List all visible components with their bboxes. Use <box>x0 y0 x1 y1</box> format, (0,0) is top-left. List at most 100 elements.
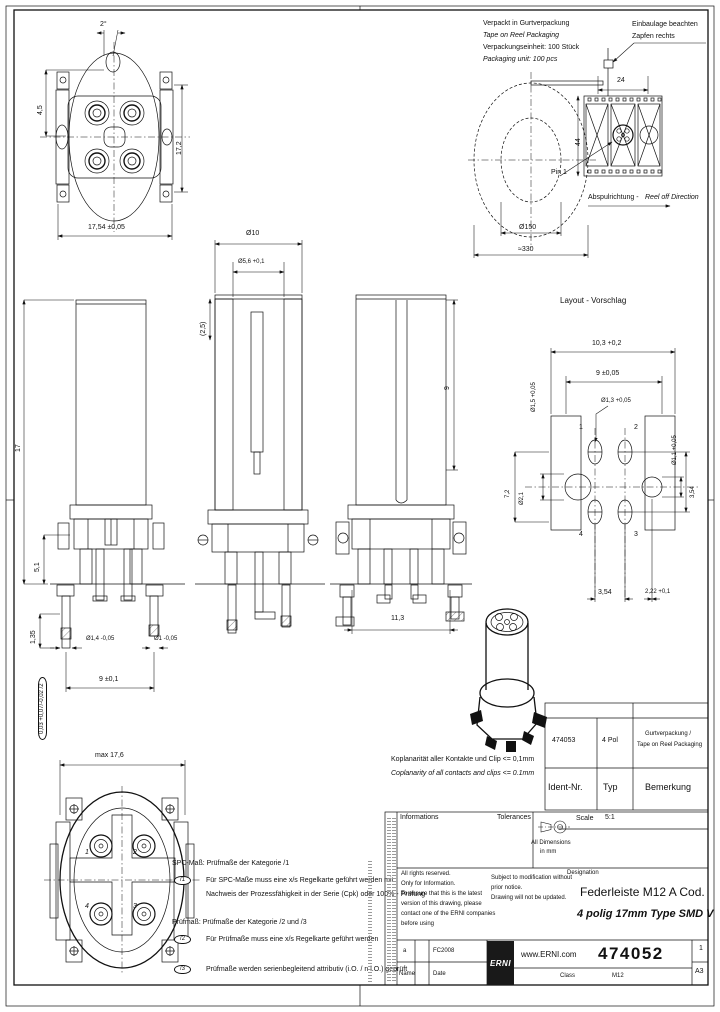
side-view-a <box>22 299 185 692</box>
bemerkung-header: Bemerkung <box>645 782 692 792</box>
part-designation-line2: 4 polig 17mm Type SMD V <box>577 908 714 920</box>
sheet-frame <box>5 5 715 1007</box>
rights-line6: before using <box>401 921 435 927</box>
dim-pad-right: Ø1,1 +0,05 <box>672 435 678 465</box>
dim-dia-outer: Ø10 <box>246 230 260 237</box>
reel-view <box>468 72 604 258</box>
scale-value: 5:1 <box>605 814 615 821</box>
dim-pin-dia1: Ø1,4 -0,05 <box>86 636 115 642</box>
coplanarity-note-de: Koplanarität aller Kontakte und Clip <= … <box>391 756 535 763</box>
section-view-b <box>195 240 325 634</box>
dim-layout-width: 10,3 +0,2 <box>592 340 622 347</box>
dim-front-bottom: 17,54 ±0,05 <box>88 224 125 231</box>
dim-dia-inner: Ø5,6 +0,1 <box>238 259 265 265</box>
revision-date: FC2008 <box>433 948 455 954</box>
erni-logo: ERNI <box>487 941 514 985</box>
packaging-unit-en: Packaging unit: 100 pcs <box>483 56 558 63</box>
reel-off-direction-de: Abspulrichtung - <box>588 194 639 201</box>
dim-front-right: 17,2 <box>176 141 183 155</box>
typ-cell: 4 Pol <box>602 737 618 744</box>
sheet-number: 1 <box>699 945 703 952</box>
class-label: Class <box>560 973 576 979</box>
gdt-coplanarity-mark: 0,03 +0,07/-0,02 /2 <box>38 677 47 740</box>
layout-pin-2: 2 <box>634 424 638 431</box>
ident-table-grid <box>544 702 709 811</box>
rights-line3: To ensure that this is the latest <box>401 891 483 897</box>
dim-reel-hub: Ø150 <box>519 224 537 231</box>
rights-line1: All rights reserved. <box>401 871 451 877</box>
dim-layout-span: 9 ±0,05 <box>596 370 620 377</box>
layout-pin-4: 4 <box>579 531 583 538</box>
dim-tape-pitch: 24 <box>617 77 625 84</box>
rights-line4: version of this drawing, please <box>401 901 482 907</box>
bottom-pin-1: 1 <box>85 849 89 856</box>
rights-line5: contact one of the ERNI companies <box>401 911 496 917</box>
dims-note-line1: All Dimensions <box>531 840 571 846</box>
spc-mark-1: /1 <box>174 876 192 885</box>
iso-view <box>470 608 547 752</box>
dim-clip-height: 7,2 <box>505 489 511 498</box>
fine-print-copyright-2 <box>392 816 396 981</box>
typ-header: Typ <box>603 782 618 792</box>
dim-height-17: 17 <box>15 444 22 452</box>
subject-line2: prior notice. <box>491 885 523 891</box>
dim-angle: 2° <box>100 21 107 28</box>
dim-depth: (2,5) <box>200 321 207 336</box>
scale-label: Scale <box>576 815 594 822</box>
dim-pin-span: 9 ±0,1 <box>99 676 119 683</box>
layout-pin-1: 1 <box>579 424 583 431</box>
dim-pitch-horizontal: 3,54 <box>598 589 612 596</box>
fine-print-note <box>368 860 372 982</box>
sheet-format: A3 <box>695 968 704 975</box>
bemerkung-cell-line1: Gurtverpackung / <box>645 731 692 737</box>
dim-pad-small: Ø1,3 +0,05 <box>601 398 631 404</box>
dim-tape-width: 44 <box>575 138 582 146</box>
packaging-unit-de: Verpackungseinheit: 100 Stück <box>483 44 580 51</box>
projection-symbol <box>538 820 570 834</box>
spc-mark-3: /3 <box>174 965 192 974</box>
bottom-pin-4: 4 <box>85 903 89 910</box>
rights-line2: Only for Information. <box>401 881 456 887</box>
bemerkung-cell-line2: Tape on Reel Packaging <box>637 742 703 748</box>
fine-print-copyright <box>387 816 391 981</box>
mount-note-leader <box>603 42 706 96</box>
tolerances-header: Tolerances <box>497 814 531 821</box>
dim-bottom-max: max 17,6 <box>95 752 124 759</box>
tape-strip-view <box>559 42 706 208</box>
layout-pin-3: 3 <box>634 531 638 538</box>
part-designation-line1: Federleiste M12 A Cod. <box>580 885 705 899</box>
spc-mark-2: /2 <box>174 935 192 944</box>
mount-note-line2: Zapfen rechts <box>632 33 675 40</box>
layout-title: Layout - Vorschlag <box>560 296 627 305</box>
website-link[interactable]: www.ERNI.com <box>521 950 577 959</box>
name-label: Name <box>399 971 416 977</box>
subject-line1: Subject to modification without <box>491 875 573 881</box>
coplanarity-note-en: Coplanarity of all contacts and clips <=… <box>391 770 535 777</box>
title-block-grid <box>384 811 709 986</box>
dim-pitch-vertical: 3,54 <box>690 486 696 498</box>
packaging-note-de: Verpackt in Gurtverpackung <box>483 20 570 27</box>
dim-pad-left: Ø1,5 +0,05 <box>531 382 537 412</box>
dim-collar-51: 5,1 <box>34 562 41 572</box>
dim-pin-dia2: Ø1 -0,05 <box>154 636 178 642</box>
dim-front-left: 4,5 <box>37 105 44 115</box>
subject-line3: Drawing will not be updated. <box>491 895 567 901</box>
dim-reel-outer: ≈330 <box>518 246 534 253</box>
date-label: Date <box>433 971 446 977</box>
spc-note-1b: Nachweis der Prozessfähigkeit in der Ser… <box>206 891 426 898</box>
spc-note-2: Für Prüfmaße muss eine x/s Regelkarte ge… <box>206 936 379 943</box>
bottom-pin-3: 3 <box>133 903 137 910</box>
drawing-number: 474052 <box>598 944 664 963</box>
spc-title-1: SPC-Maß: Prüfmaße der Kategorie /1 <box>172 860 290 867</box>
mount-note-line1: Einbaulage beachten <box>632 21 698 28</box>
dim-leg-135: 1,35 <box>30 630 37 644</box>
dims-note-line2: in mm <box>540 849 557 855</box>
ident-number-cell: 474053 <box>552 737 576 744</box>
pin1-label: Pin 1 <box>551 169 567 176</box>
informations-header: Informations <box>400 814 439 821</box>
designation-label: Designation <box>567 870 599 876</box>
front-view <box>40 29 190 240</box>
layout-view <box>513 348 700 602</box>
spc-note-3: Prüfmaße werden serienbegleitend attribu… <box>206 966 408 973</box>
